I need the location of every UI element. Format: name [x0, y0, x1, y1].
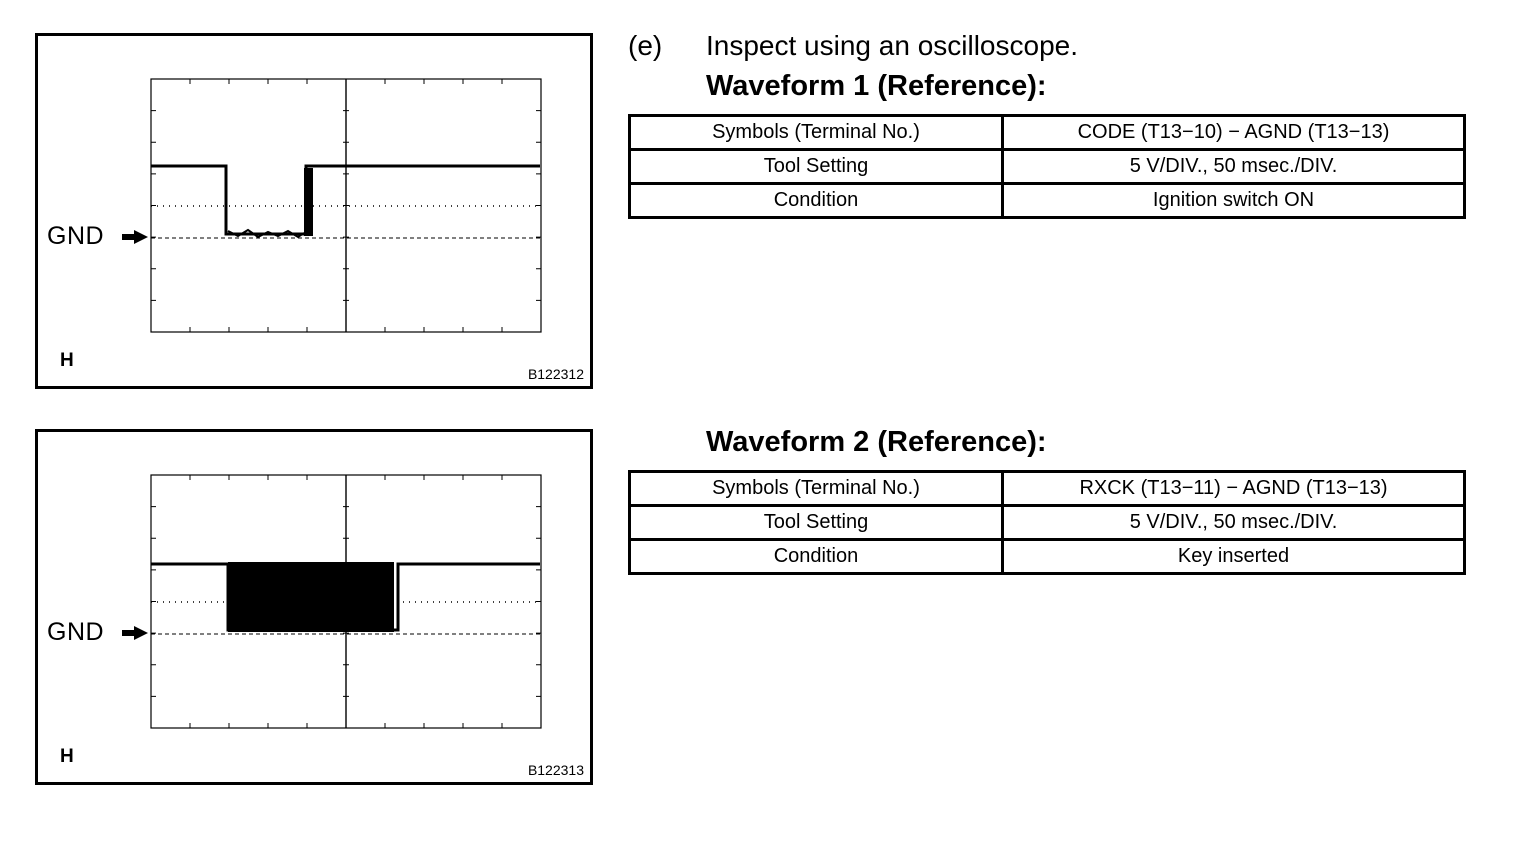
spec-value: RXCK (T13−11) − AGND (T13−13) [1001, 470, 1466, 507]
spec-value: CODE (T13−10) − AGND (T13−13) [1001, 114, 1466, 151]
step-marker: (e) [628, 30, 663, 61]
waveform-1-spec-table: Symbols (Terminal No.) CODE (T13−10) − A… [628, 114, 1466, 219]
waveform-2-spec-table: Symbols (Terminal No.) RXCK (T13−11) − A… [628, 470, 1466, 575]
spec-key: Symbols (Terminal No.) [628, 470, 1004, 507]
table-row: Symbols (Terminal No.) RXCK (T13−11) − A… [628, 470, 1466, 507]
oscilloscope-screen-2 [150, 474, 542, 729]
spec-key: Tool Setting [628, 148, 1004, 185]
figure-id-1: B122312 [527, 366, 584, 382]
h-label-2: H [60, 746, 74, 767]
scope-grid-1 [150, 78, 542, 333]
right-arrow-icon [122, 230, 148, 244]
waveform-1-title: Waveform 1 (Reference): [706, 70, 1047, 102]
table-row: Tool Setting 5 V/DIV., 50 msec./DIV. [628, 504, 1466, 541]
figure-id-2: B122313 [527, 762, 584, 778]
spec-value: Key inserted [1001, 538, 1466, 575]
table-row: Tool Setting 5 V/DIV., 50 msec./DIV. [628, 148, 1466, 185]
table-row: Condition Key inserted [628, 538, 1466, 575]
waveform-2-title: Waveform 2 (Reference): [706, 426, 1047, 458]
gnd-label-2: GND [47, 618, 105, 646]
spec-key: Symbols (Terminal No.) [628, 114, 1004, 151]
waveform-burst-block-2 [228, 562, 394, 632]
h-label-1: H [60, 350, 74, 371]
waveform-2-figure: GND H B122313 [35, 429, 593, 785]
spec-key: Tool Setting [628, 504, 1004, 541]
spec-key: Condition [628, 182, 1004, 219]
waveform-edge-burst-1 [304, 168, 313, 236]
table-row: Symbols (Terminal No.) CODE (T13−10) − A… [628, 114, 1466, 151]
right-arrow-icon [122, 626, 148, 640]
oscilloscope-screen-1 [150, 78, 542, 333]
spec-value: 5 V/DIV., 50 msec./DIV. [1001, 504, 1466, 541]
spec-key: Condition [628, 538, 1004, 575]
step-instruction: Inspect using an oscilloscope. [706, 30, 1078, 61]
spec-value: 5 V/DIV., 50 msec./DIV. [1001, 148, 1466, 185]
waveform-noise-low-1 [227, 228, 305, 239]
spec-value: Ignition switch ON [1001, 182, 1466, 219]
gnd-label-1: GND [47, 222, 105, 250]
table-row: Condition Ignition switch ON [628, 182, 1466, 219]
waveform-1-figure: GND H B122312 [35, 33, 593, 389]
